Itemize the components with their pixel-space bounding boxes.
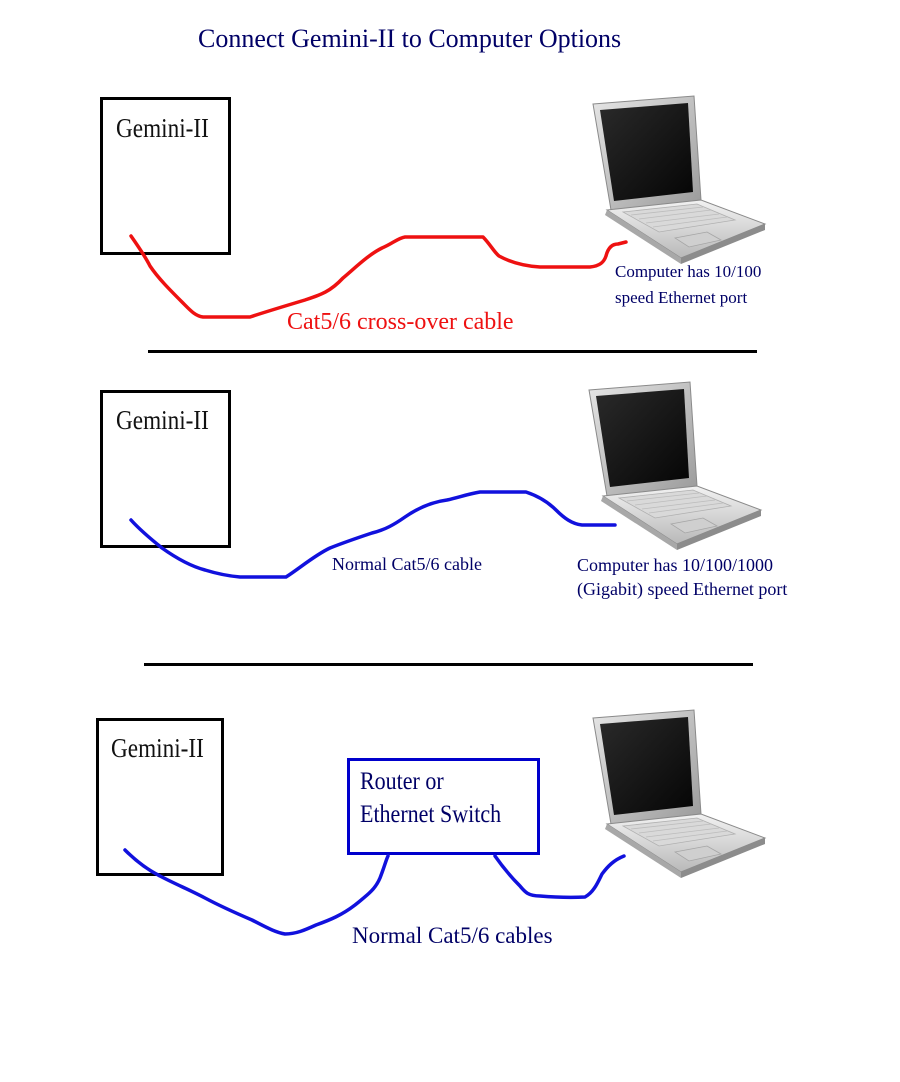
- laptop-icon-1: [592, 95, 766, 265]
- cable-label-2: Normal Cat5/6 cable: [332, 554, 482, 574]
- computer-note-1a: Computer has 10/100: [615, 262, 762, 281]
- gemini-box-1: [100, 97, 231, 255]
- cable-label-1: Cat5/6 cross-over cable: [287, 309, 514, 335]
- diagram-title: Connect Gemini-II to Computer Options: [198, 24, 622, 53]
- normal-cable-3a: [123, 848, 390, 936]
- gemini-label-1: Gemini-II: [116, 113, 209, 143]
- computer-note-2b: (Gigabit) speed Ethernet port: [577, 579, 788, 599]
- router-box: [347, 758, 540, 855]
- normal-cable-2: [129, 490, 617, 579]
- laptop-icon-3: [592, 709, 766, 879]
- gemini-label-3: Gemini-II: [111, 733, 204, 763]
- computer-note-2a: Computer has 10/100/1000: [577, 555, 773, 575]
- router-label-line2: Ethernet Switch: [360, 801, 502, 828]
- computer-note-1b: speed Ethernet port: [615, 288, 748, 307]
- section-divider-1: [148, 350, 757, 353]
- gemini-box-2: [100, 390, 231, 548]
- gemini-label-2: Gemini-II: [116, 405, 209, 435]
- crossover-cable-1: [129, 234, 628, 319]
- section-divider-2: [144, 663, 753, 666]
- cable-label-3: Normal Cat5/6 cables: [352, 923, 553, 948]
- router-label-line1: Router or: [360, 768, 444, 795]
- normal-cable-3b: [493, 854, 626, 900]
